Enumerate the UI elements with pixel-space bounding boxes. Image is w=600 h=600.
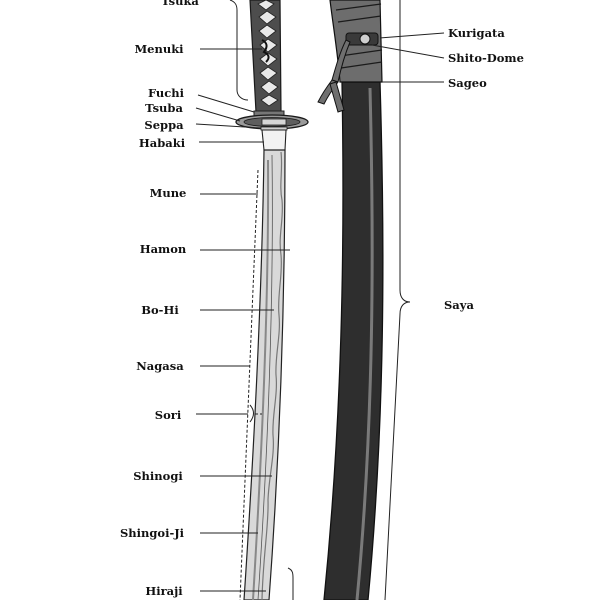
label-menuki: Menuki xyxy=(134,42,184,56)
leader-lines xyxy=(195,32,445,592)
measurement-lines xyxy=(229,0,411,600)
label-kurigata: Kurigata xyxy=(448,26,505,40)
hiraji-bracket xyxy=(287,567,294,600)
label-shinogiji: Shingoi-Ji xyxy=(120,526,185,540)
label-shinogi: Shinogi xyxy=(133,469,183,483)
label-sageo: Sageo xyxy=(448,76,487,90)
shito-dome-ring xyxy=(359,33,371,45)
tsuka-bracket xyxy=(229,0,249,101)
sageo-cord xyxy=(317,39,351,113)
saya-bracket xyxy=(384,0,411,600)
sori-marker xyxy=(249,404,254,423)
menuki-ornament xyxy=(261,39,270,63)
label-nagasa: Nagasa xyxy=(136,359,184,373)
tsuka-handle xyxy=(249,0,282,113)
label-saya: Saya xyxy=(444,298,474,312)
label-hamon: Hamon xyxy=(140,242,187,256)
labels-right: Kurigata Shito-Dome Sageo Saya xyxy=(444,26,524,312)
nagasa-line xyxy=(239,169,259,600)
label-bohi: Bo-Hi xyxy=(141,303,179,317)
katana-sword xyxy=(235,0,309,600)
katana-blade xyxy=(243,149,286,600)
labels-left: Tsuka Menuki Fuchi Tsuba Seppa Habaki Mu… xyxy=(120,0,199,598)
habaki-collar xyxy=(261,129,287,151)
label-fuchi: Fuchi xyxy=(148,86,185,100)
label-tsuka: Tsuka xyxy=(161,0,199,8)
kurigata-knob xyxy=(345,32,379,46)
label-seppa: Seppa xyxy=(144,118,184,132)
label-sori: Sori xyxy=(155,408,182,422)
saya-scabbard xyxy=(317,0,384,600)
label-hiraji: Hiraji xyxy=(145,584,183,598)
label-shitodome: Shito-Dome xyxy=(448,51,524,65)
label-habaki: Habaki xyxy=(139,136,186,150)
label-tsuba: Tsuba xyxy=(145,101,183,115)
label-mune: Mune xyxy=(150,186,187,200)
